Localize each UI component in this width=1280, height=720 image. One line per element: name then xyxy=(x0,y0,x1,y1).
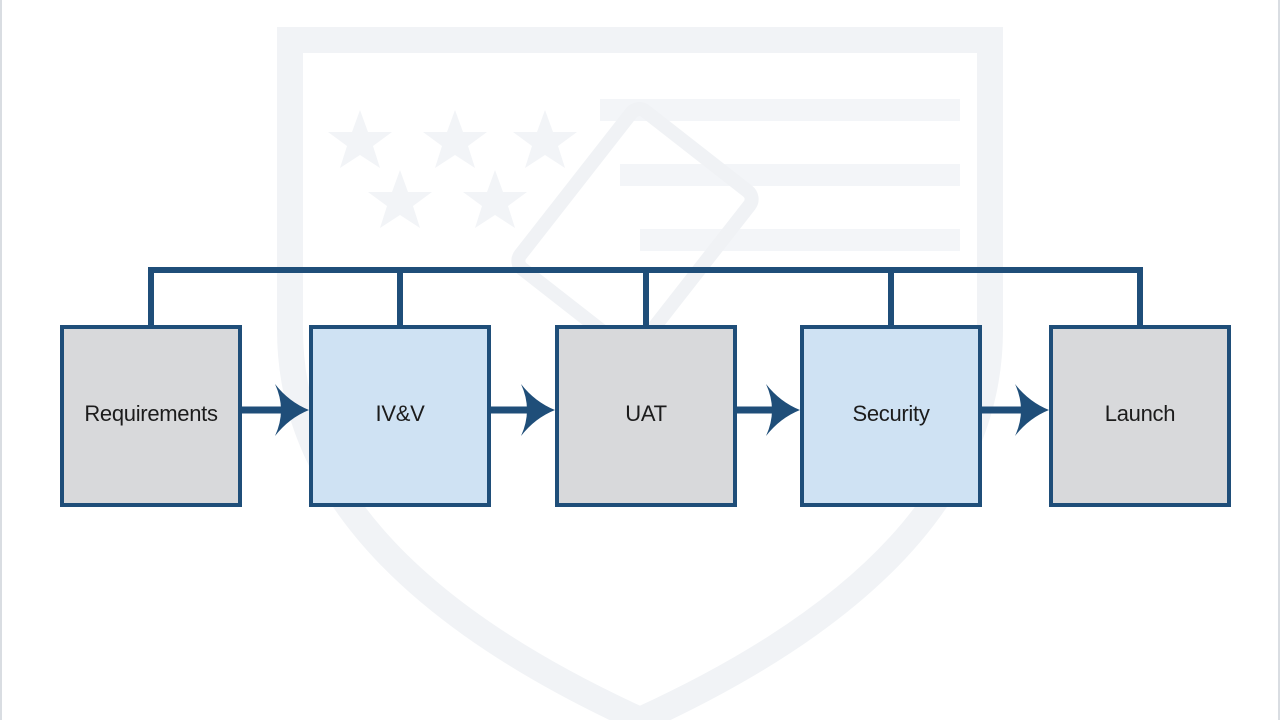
stage-label-1: Requirements xyxy=(84,401,218,426)
stage-box-5 xyxy=(1049,325,1231,507)
stage-box-1 xyxy=(60,325,242,507)
stage-label-3: UAT xyxy=(625,401,667,426)
stage-label-4: Security xyxy=(852,401,930,426)
flow-arrow-head-1 xyxy=(275,384,309,436)
flow-arrow-head-2 xyxy=(521,384,555,436)
stage-box-2 xyxy=(309,325,491,507)
stage-label-2: IV&V xyxy=(375,401,425,426)
flow-arrow-head-4 xyxy=(1015,384,1049,436)
stage-box-4 xyxy=(800,325,982,507)
stage-box-3 xyxy=(555,325,737,507)
flow-arrow-head-3 xyxy=(766,384,800,436)
stage-label-5: Launch xyxy=(1104,401,1176,426)
